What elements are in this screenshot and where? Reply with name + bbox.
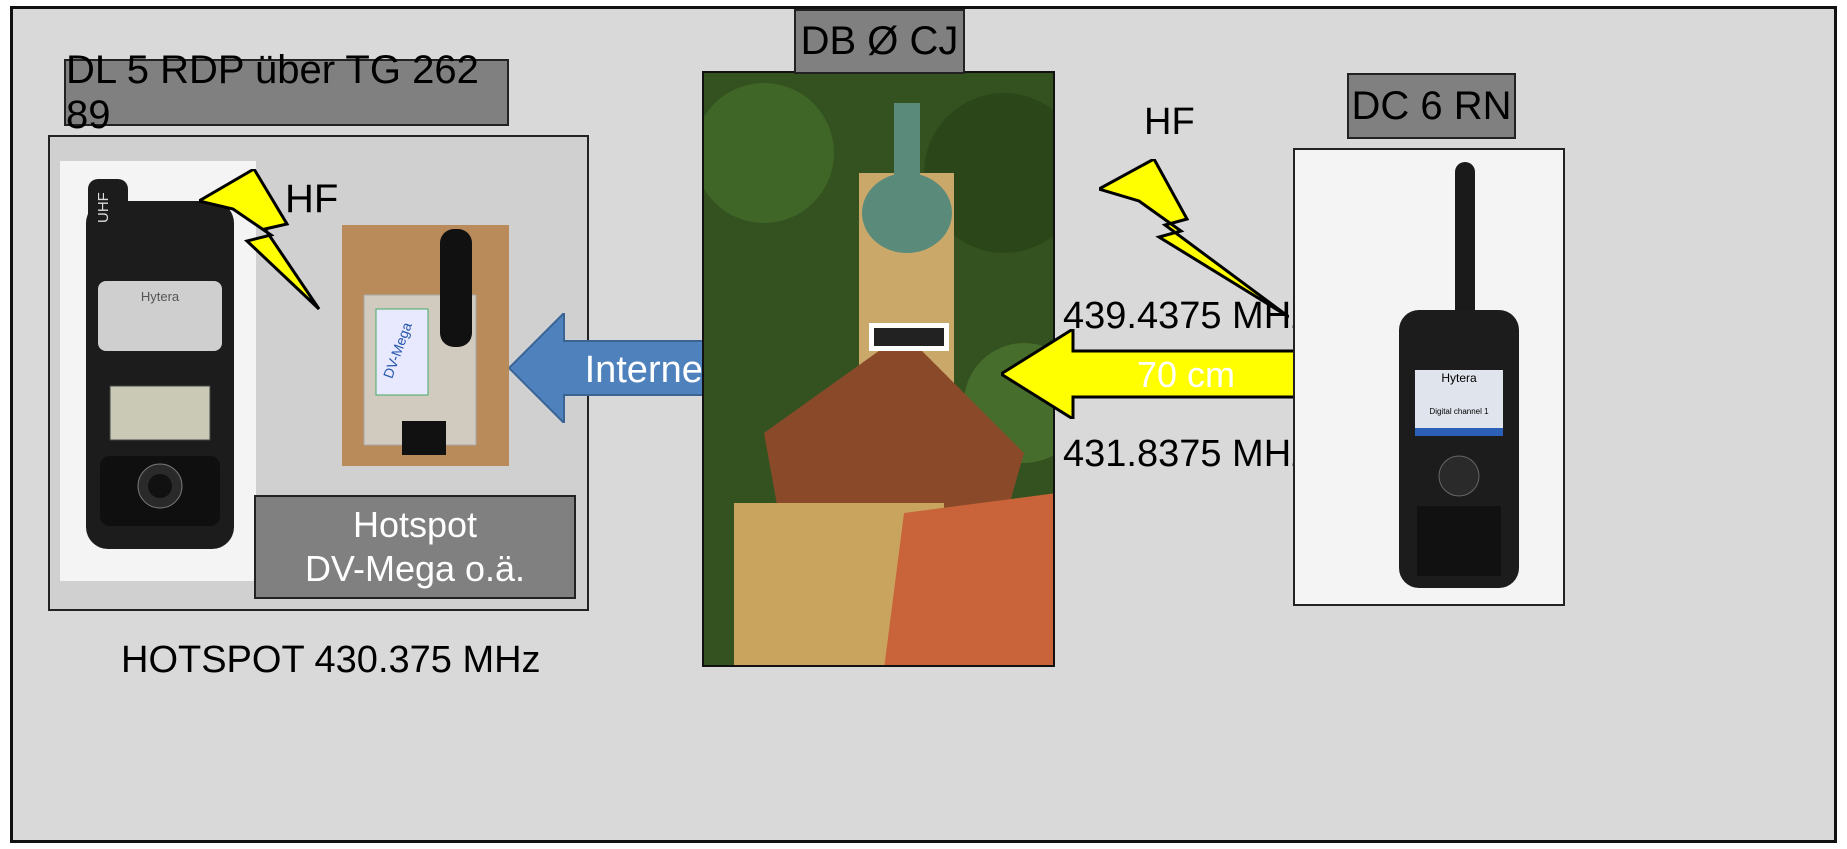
right-station-frame: Hytera Digital channel 1: [1293, 148, 1565, 606]
left-lightning-icon: [199, 169, 321, 311]
radio-band-text: UHF: [95, 192, 112, 223]
left-callsign-box: DL 5 RDP über TG 262 89: [64, 48, 509, 137]
rf-band-label: 70 cm: [1137, 354, 1235, 395]
left-radio-brand: Hytera: [141, 289, 180, 304]
hotspot-line2: DV-Mega o.ä.: [304, 548, 526, 589]
right-callsign: DC 6 RN: [1351, 83, 1512, 128]
internet-label: Internet: [585, 349, 714, 391]
hotspot-line1: Hotspot: [352, 504, 478, 545]
right-callsign-box: DC 6 RN: [1347, 73, 1516, 139]
right-radio-brand: Hytera: [1441, 371, 1477, 385]
repeater-callsign-box: DB Ø CJ: [794, 9, 965, 74]
rf-link-arrow: 70 cm: [1001, 329, 1371, 419]
rf-frequency-top: 439.4375 MHz: [1063, 295, 1311, 337]
repeater-callsign: DB Ø CJ: [800, 19, 959, 63]
hotspot-label-box: Hotspot DV-Mega o.ä.: [254, 495, 576, 599]
right-radio-screen-text: Digital channel 1: [1429, 407, 1489, 416]
left-handheld-radio: UHF Hytera: [60, 161, 256, 581]
radio-illustration: UHF Hytera: [86, 179, 234, 549]
left-hf-label: HF: [285, 177, 339, 221]
right-lightning-icon: [1099, 159, 1289, 319]
left-callsign: DL 5 RDP über TG 262 89: [66, 47, 479, 137]
internet-arrow: Internet: [509, 313, 789, 423]
right-handheld-radio: Hytera Digital channel 1: [1399, 162, 1519, 588]
right-hf-label: HF: [1144, 101, 1195, 143]
hotspot-frequency: HOTSPOT 430.375 MHz: [121, 639, 541, 681]
hotspot-device-photo: DV-Mega: [342, 225, 509, 466]
repeater-church-photo: [702, 71, 1055, 667]
diagram-canvas: DL 5 RDP über TG 262 89 UHF Hytera HF DV…: [10, 6, 1837, 843]
rf-frequency-bottom: 431.8375 MHz: [1063, 433, 1311, 475]
